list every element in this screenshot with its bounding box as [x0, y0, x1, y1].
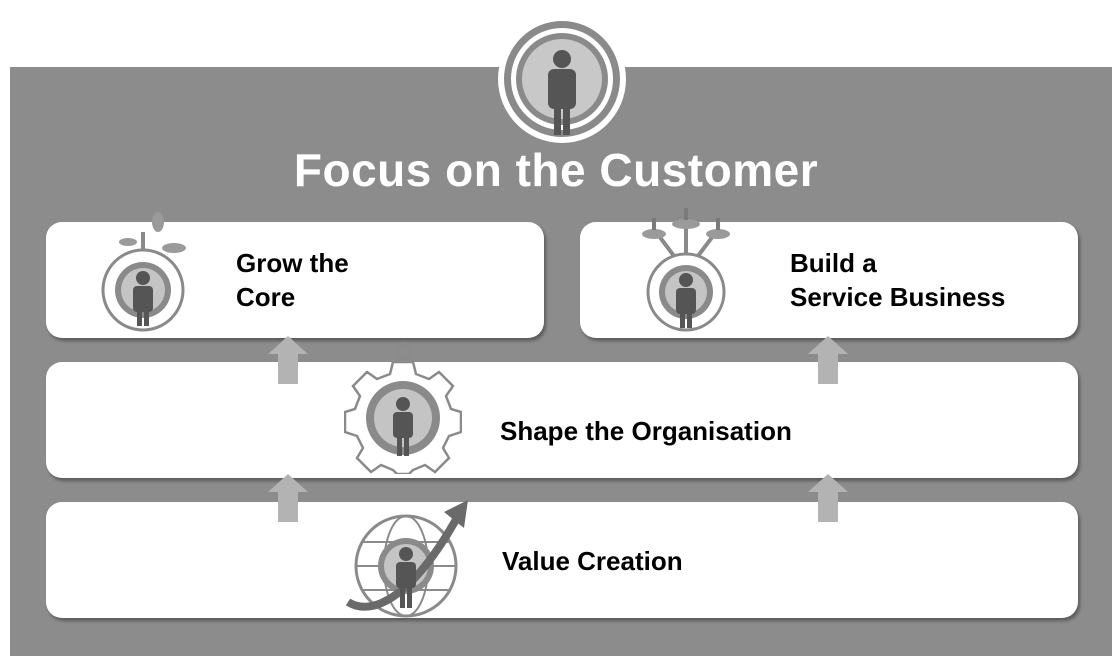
customer-badge-icon: [498, 15, 626, 143]
plant-customer-icon: [101, 212, 186, 332]
shape-the-organisation-label: Shape the Organisation: [500, 416, 792, 446]
up-arrow-left-lower: [268, 474, 308, 522]
globe-arrow-customer-icon: [345, 500, 468, 618]
value-creation-box: [46, 502, 1078, 618]
up-arrow-right-lower: [808, 474, 848, 522]
build-service-business-line1: Build a: [790, 248, 877, 278]
grow-the-core-line2: Core: [236, 282, 296, 312]
value-creation-label: Value Creation: [502, 546, 683, 576]
build-service-business-line2: Service Business: [790, 282, 1006, 312]
up-arrow-right-upper: [808, 336, 848, 384]
gear-customer-icon: [344, 342, 462, 474]
grow-the-core-label: Grow the Core: [236, 246, 349, 314]
build-service-business-label: Build a Service Business: [790, 246, 1005, 314]
grow-the-core-line1: Grow the: [236, 248, 349, 278]
diagram-title: Focus on the Customer: [293, 144, 819, 196]
up-arrow-left-upper: [268, 336, 308, 384]
shape-the-organisation-box: [46, 362, 1078, 478]
network-customer-icon: [642, 208, 730, 332]
